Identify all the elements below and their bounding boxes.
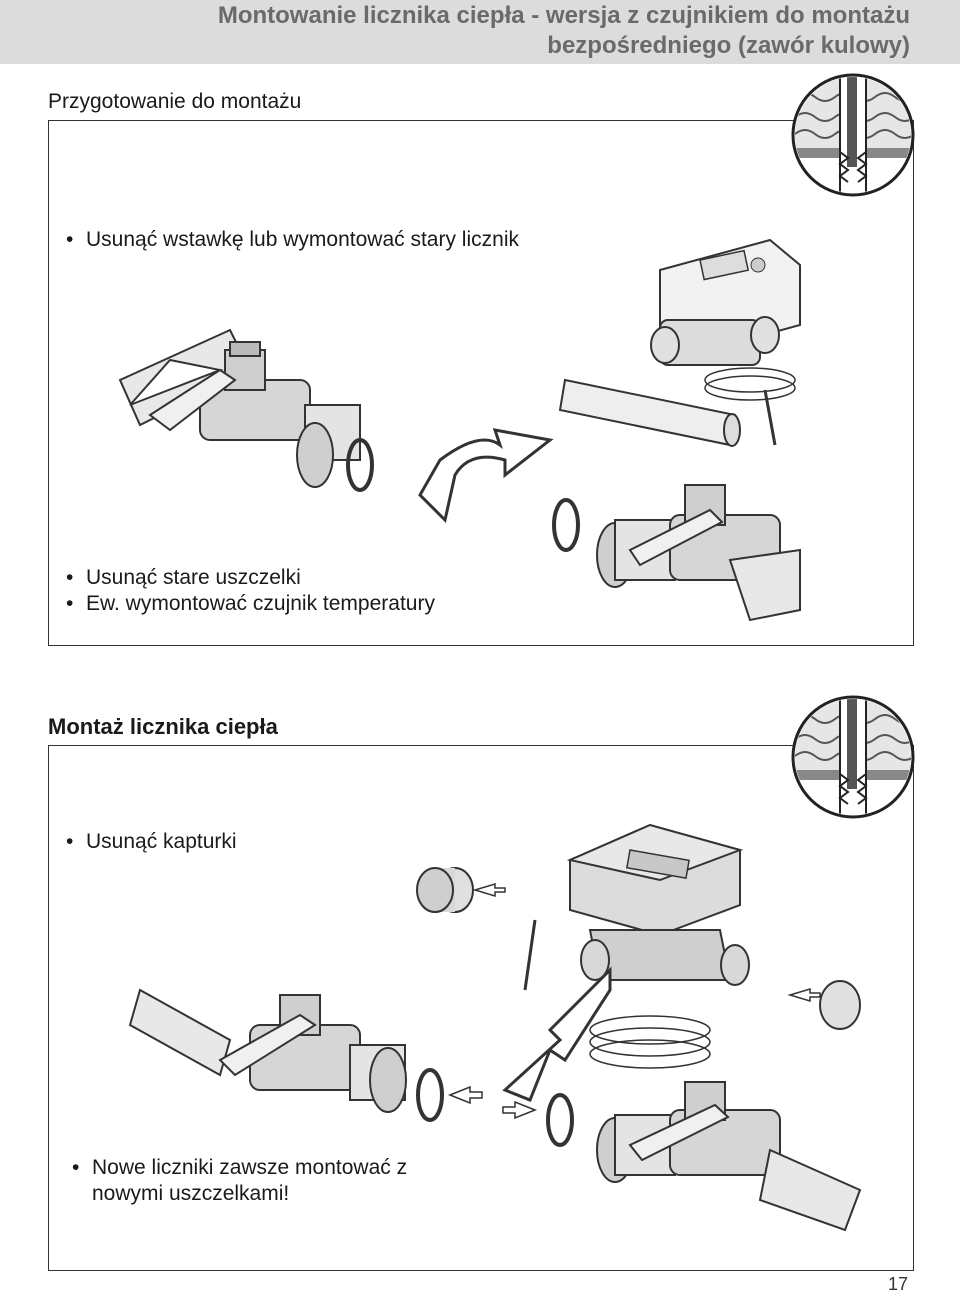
page-title-line1: Montowanie licznika ciepła - wersja z cz… <box>217 2 910 29</box>
heat-meter-icon <box>523 823 750 1069</box>
gasket-icon <box>416 1068 444 1122</box>
swap-arrow-icon <box>502 966 612 1102</box>
swap-arrow-icon <box>418 428 554 523</box>
gasket-icon <box>346 438 374 492</box>
bullet-remove-sensor: Ew. wymontować czujnik temperatury <box>66 592 435 616</box>
bullet-remove-gaskets: Usunąć stare uszczelki <box>66 566 301 590</box>
heat-meter-icon <box>650 238 801 446</box>
page-number: 17 <box>887 1274 908 1294</box>
bullet-remove-insert: Usunąć wstawkę lub wymontować stary licz… <box>66 228 519 252</box>
cap-icon <box>416 867 506 913</box>
sensor-detail-icon <box>791 73 915 197</box>
bullet-new-gaskets: Nowe liczniki zawsze montować z <box>72 1156 407 1180</box>
ball-valve-icon <box>118 328 361 488</box>
page-header: Montowanie licznika ciepła - wersja z cz… <box>0 0 960 64</box>
ball-valve-icon <box>128 988 407 1113</box>
section-title-preparation: Przygotowanie do montażu <box>48 90 302 113</box>
bullet-remove-caps: Usunąć kapturki <box>66 830 237 854</box>
page-title-line2: bezpośredniego (zawór kulowy) <box>547 32 910 59</box>
mounting-illustration <box>128 823 862 1232</box>
sensor-detail-icon <box>791 695 915 819</box>
cap-icon <box>787 980 861 1030</box>
bullet-new-gaskets-cont: nowymi uszczelkami! <box>92 1182 290 1205</box>
preparation-illustration <box>118 238 801 622</box>
section-title-mounting: Montaż licznika ciepła <box>48 714 278 739</box>
